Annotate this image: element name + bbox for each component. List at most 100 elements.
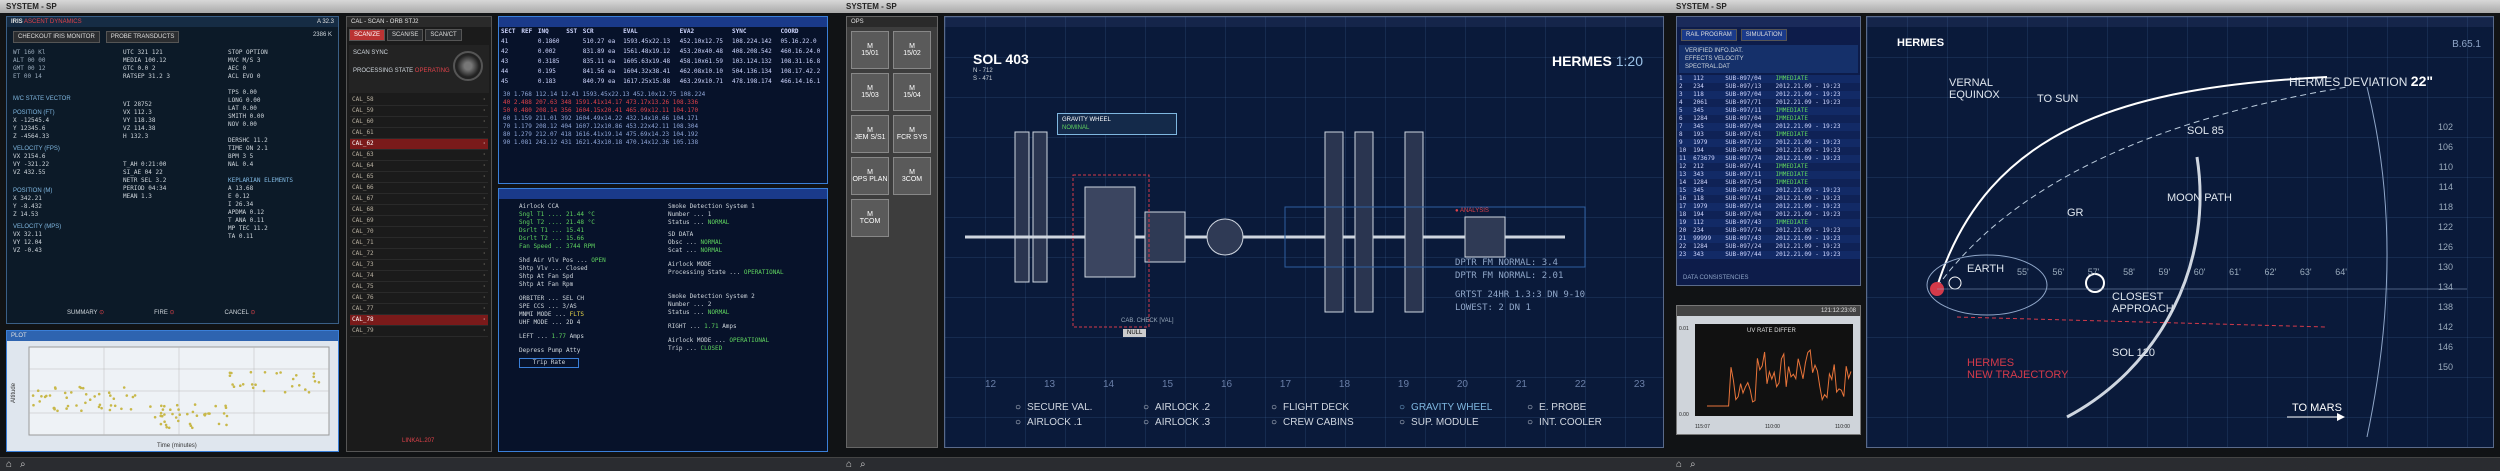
module-item[interactable]: ○CREW CABINS	[1271, 417, 1354, 428]
home-icon[interactable]: ⌂	[846, 459, 853, 470]
deviation-label: HERMES DEVIATION 22"	[2288, 73, 2433, 89]
search-icon[interactable]: ⌕	[20, 459, 26, 470]
module-item[interactable]: ○AIRLOCK .1	[1015, 417, 1083, 428]
depress-label: Depress Pump Atty	[519, 347, 581, 354]
list-item[interactable]: CAL_69·	[350, 216, 488, 227]
cal-list: CAL_58·CAL_59·CAL_60·CAL_61·CAL_62·CAL_6…	[347, 95, 491, 337]
module-item[interactable]: ○SUP. MODULE	[1399, 417, 1479, 428]
tab-checkout[interactable]: CHECKOUT IRIS MONITOR	[13, 31, 100, 43]
list-item[interactable]: CAL_70·	[350, 227, 488, 238]
column-header: SECT	[501, 28, 516, 35]
list-item[interactable]: CAL_73·	[350, 260, 488, 271]
gravity-wheel-module[interactable]	[1084, 186, 1136, 278]
list-item[interactable]: CAL_79·	[350, 326, 488, 337]
list-item[interactable]: CAL_78·	[350, 315, 488, 326]
fire-button[interactable]: FIRE ⊙	[154, 310, 175, 316]
list-item[interactable]: CAL_61·	[350, 128, 488, 139]
summary-button[interactable]: SUMMARY ⊙	[67, 310, 105, 316]
module-item[interactable]: ○AIRLOCK .2	[1143, 402, 1211, 413]
rail-program-tab[interactable]: RAIL PROGRAM	[1681, 29, 1737, 41]
column-header: SYNC	[732, 28, 747, 35]
scatter-point	[224, 406, 228, 409]
module-item[interactable]: ○FLIGHT DECK	[1271, 402, 1349, 413]
list-item[interactable]: CAL_71·	[350, 238, 488, 249]
list-item[interactable]: CAL_77·	[350, 304, 488, 315]
analysis-box	[1284, 206, 1586, 268]
list-item[interactable]: CAL_66·	[350, 183, 488, 194]
cancel-button[interactable]: CANCEL ⊙	[224, 310, 256, 316]
list-item[interactable]: CAL_74·	[350, 271, 488, 282]
list-item[interactable]: CAL_63·	[350, 150, 488, 161]
module-item[interactable]: ○SECURE VAL.	[1015, 402, 1093, 413]
tab-scan-ze[interactable]: SCAN/ZE	[349, 29, 386, 41]
list-item[interactable]: CAL_67·	[350, 194, 488, 205]
search-icon[interactable]: ⌕	[1690, 459, 1696, 470]
search-icon[interactable]: ⌕	[860, 459, 866, 470]
list-item[interactable]: CAL_75·	[350, 282, 488, 293]
list-item[interactable]: CAL_76·	[350, 293, 488, 304]
list-item[interactable]: CAL_68·	[350, 205, 488, 216]
list-item[interactable]: CAL_60·	[350, 117, 488, 128]
module-item[interactable]: ○E. PROBE	[1527, 402, 1587, 413]
list-item[interactable]: CAL_65·	[350, 172, 488, 183]
module-item[interactable]: ○AIRLOCK .3	[1143, 417, 1211, 428]
tab-scan-ct[interactable]: SCAN/CT	[425, 29, 462, 41]
list-item[interactable]: CAL_62·	[350, 139, 488, 150]
home-icon[interactable]: ⌂	[1676, 459, 1683, 470]
list-item[interactable]: CAL_64·	[350, 161, 488, 172]
uv-chart: UV RATE DIFFER 0.01 0.00 115:07 110:00 1…	[1679, 324, 1853, 430]
list-item[interactable]: CAL_58·	[350, 95, 488, 106]
trip-rate-button[interactable]: Trip Rate	[519, 358, 579, 368]
vehicle-state-label: M/C STATE VECTOR	[13, 96, 71, 102]
station-schematic	[965, 131, 1586, 328]
column-header: COORD	[780, 28, 799, 35]
module-item[interactable]: ○GRAVITY WHEEL	[1399, 402, 1493, 413]
tab-probe[interactable]: PROBE TRANSDUCTS	[105, 31, 180, 43]
module-item[interactable]: ○INT. COOLER	[1527, 417, 1602, 428]
tab-scan-se[interactable]: SCAN/SE	[387, 29, 424, 41]
solar-panel-2	[1032, 131, 1048, 283]
home-icon[interactable]: ⌂	[6, 459, 13, 470]
scatter-point	[98, 403, 102, 407]
list-item[interactable]: CAL_59·	[350, 106, 488, 117]
simulation-tab[interactable]: SIMULATION	[1740, 29, 1788, 41]
list-item[interactable]: CAL_72·	[350, 249, 488, 260]
